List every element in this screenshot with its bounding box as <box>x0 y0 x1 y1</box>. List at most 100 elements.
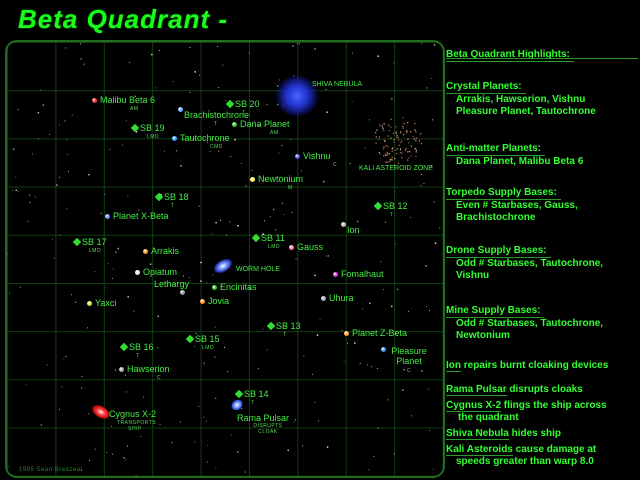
planet-label: Dana Planet <box>240 119 290 129</box>
planet-label: Ion <box>347 225 360 235</box>
planet-fomalhaut[interactable] <box>333 272 338 277</box>
mine-line-1: Odd # Starbases, Tautochrone, <box>456 318 604 329</box>
drone-heading: Drone Supply Bases: <box>446 245 551 258</box>
star-field <box>7 42 441 476</box>
planet-malibu[interactable] <box>92 98 97 103</box>
quadrant-title: Beta Quadrant - <box>18 4 229 34</box>
planet-jovia[interactable] <box>200 299 205 304</box>
planet-label: Malibu Beta 6 <box>100 95 156 105</box>
planet-gauss[interactable] <box>289 245 294 250</box>
crystal-section: Crystal Planets: Arrakis, Hawserion, Vis… <box>446 76 640 118</box>
note-cygnus: Cygnus X-2 flings the ship across <box>446 400 607 412</box>
planet-brach[interactable] <box>178 107 183 112</box>
starbase-label: SB 20 <box>235 99 260 109</box>
planet-ion[interactable] <box>341 222 346 227</box>
starbase-label: SB 13 <box>276 321 301 331</box>
planet-tauto[interactable] <box>172 136 177 141</box>
note-rama: Rama Pulsar disrupts cloaks <box>446 384 583 396</box>
planet-uhura[interactable] <box>321 296 326 301</box>
starbase-sub: LMD <box>268 244 281 250</box>
starbase-sub: T <box>242 110 246 116</box>
planet-sub: C <box>333 162 338 168</box>
worm-hole-label: WORM HOLE <box>236 266 280 273</box>
planet-encinitas[interactable] <box>212 285 217 290</box>
shiva-nebula[interactable] <box>275 76 319 116</box>
planet-label: Fomalhaut <box>341 269 384 279</box>
antimatter-heading: Anti-matter Planets: <box>446 143 546 156</box>
torpedo-line-2: Brachistochrone <box>456 212 536 223</box>
starbase-label: SB 15 <box>195 334 220 344</box>
crystal-heading: Crystal Planets: <box>446 81 526 94</box>
planet-xbeta[interactable] <box>105 214 110 219</box>
starbase-sub: T <box>171 203 175 209</box>
crystal-line-1: Arrakis, Hawserion, Vishnu <box>456 94 586 105</box>
starbase-sub: LMD <box>202 345 215 351</box>
planet-label: Hawserion <box>127 364 170 374</box>
planet-label: Jovia <box>208 296 230 306</box>
planet-newton[interactable] <box>250 177 255 182</box>
starbase-label: SB 18 <box>164 192 189 202</box>
starbase-label: SB 12 <box>383 201 408 211</box>
mine-line-2: Newtonium <box>456 330 510 341</box>
planet-yaxci[interactable] <box>87 301 92 306</box>
planet-dana[interactable] <box>232 122 237 127</box>
planet-hawserion[interactable] <box>119 367 124 372</box>
crystal-line-2: Pleasure Planet, Tautochrone <box>456 106 596 117</box>
planet-sub: C <box>157 375 162 381</box>
planet-label: Brachistochrone <box>184 110 250 120</box>
divider <box>446 58 638 59</box>
note-kali-cont: speeds greater than warp 8.0 <box>456 456 594 467</box>
planet-label: Opiatum <box>143 267 178 277</box>
planet-sub: AM <box>130 106 139 112</box>
torpedo-line-1: Even # Starbases, Gauss, <box>456 200 578 211</box>
note-shiva: Shiva Nebula hides ship <box>446 428 562 440</box>
planet-label: Lethargy <box>154 279 190 289</box>
rama-pulsar-label: Rama Pulsar <box>237 413 290 423</box>
planet-lethargy[interactable] <box>180 290 185 295</box>
antimatter-section: Anti-matter Planets: Dana Planet, Malibu… <box>446 138 640 168</box>
planet-opiatum[interactable] <box>135 270 140 275</box>
planet-arrakis[interactable] <box>143 249 148 254</box>
cygnus-x2-label: Cygnus X-2 <box>109 409 157 419</box>
note-kali: Kali Asteroids cause damage at <box>446 444 597 456</box>
planet-label: Gauss <box>297 242 324 252</box>
star-map[interactable]: SHIVA NEBULA KALI ASTEROID ZONE WORM HOL… <box>5 40 445 478</box>
planet-label: Encinitas <box>220 282 257 292</box>
kali-asteroid-zone[interactable] <box>371 112 423 168</box>
planet-label: Pleasure Planet <box>391 346 427 366</box>
notes-section: Ion repairs burnt cloaking devices Rama … <box>446 360 640 468</box>
kali-asteroid-zone-label: KALI ASTEROID ZONE <box>359 165 433 172</box>
note-ion: Ion repairs burnt cloaking devices <box>446 360 609 372</box>
starbase-sub: T <box>283 332 287 338</box>
torpedo-heading: Torpedo Supply Bases: <box>446 187 561 200</box>
antimatter-line-1: Dana Planet, Malibu Beta 6 <box>456 156 584 167</box>
planet-sub: M <box>288 185 293 191</box>
starbase-sub: T <box>136 353 140 359</box>
planet-sub: T <box>214 121 218 127</box>
starbase-sub: T <box>251 400 255 406</box>
planet-label: Planet Z-Beta <box>352 328 408 338</box>
planet-label: Tautochrone <box>180 133 230 143</box>
mine-heading: Mine Supply Bases: <box>446 305 545 318</box>
rama-pulsar-sub: DISRUPTS CLOAK <box>253 423 283 435</box>
drone-section: Drone Supply Bases: Odd # Starbases, Tau… <box>446 240 640 282</box>
author-credit: 1995 Sean Breazeal <box>19 467 83 473</box>
shiva-nebula-label: SHIVA NEBULA <box>312 81 363 88</box>
starbase-sub: LMD <box>147 134 160 140</box>
planet-label: Uhura <box>329 293 354 303</box>
info-panel: Beta Quadrant Highlights: Crystal Planet… <box>446 40 640 480</box>
planet-pleasure[interactable] <box>381 347 386 352</box>
planet-z[interactable] <box>344 331 349 336</box>
planet-label: Arrakis <box>151 246 180 256</box>
starbase-label: SB 16 <box>129 342 154 352</box>
torpedo-section: Torpedo Supply Bases: Even # Starbases, … <box>446 182 640 224</box>
planet-vishnu[interactable] <box>295 154 300 159</box>
planet-sub: AM <box>270 130 279 136</box>
starbase-label: SB 19 <box>140 123 165 133</box>
starbase-label: SB 17 <box>82 237 107 247</box>
cygnus-x2-sub: TRANSPORTS SHIP <box>117 420 157 432</box>
drone-line-1: Odd # Starbases, Tautochrone, <box>456 258 604 269</box>
planet-label: Vishnu <box>303 151 331 161</box>
mine-section: Mine Supply Bases: Odd # Starbases, Taut… <box>446 300 640 342</box>
